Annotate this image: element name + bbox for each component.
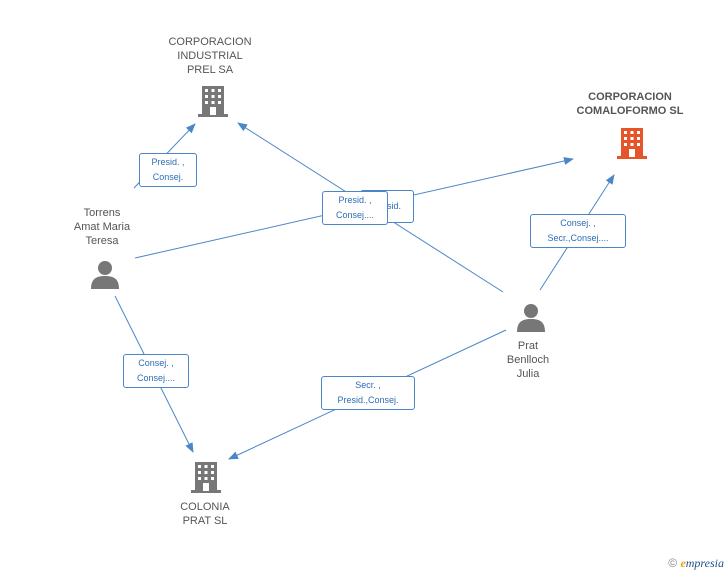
person-icon[interactable] xyxy=(517,304,545,332)
node-label-prat[interactable]: Prat Benlloch Julia xyxy=(506,340,550,380)
edge-label-prat-comaloformo[interactable]: Consej. , Secr.,Consej.... xyxy=(530,214,626,248)
empresia-logo: empresia xyxy=(680,556,724,570)
footer-brand: © empresia xyxy=(668,556,724,571)
edge-label-torrens-colonia[interactable]: Consej. , Consej.... xyxy=(123,354,189,388)
edge-label-torrens-industrial[interactable]: Presid. , Consej. xyxy=(139,153,197,187)
copyright-symbol: © xyxy=(668,556,678,570)
building-icon[interactable] xyxy=(198,86,228,117)
node-label-torrens[interactable]: Torrens Amat Maria Teresa xyxy=(73,207,131,247)
edge-label-prat-colonia[interactable]: Secr. , Presid.,Consej. xyxy=(321,376,415,410)
node-label-colonia[interactable]: COLONIA PRAT SL xyxy=(180,501,230,527)
edge-label-prat-industrial[interactable]: Presid. , Consej.... xyxy=(322,191,388,225)
node-label-corp-industrial[interactable]: CORPORACION INDUSTRIAL PREL SA xyxy=(168,36,252,76)
node-label-corp-comaloformo[interactable]: CORPORACION COMALOFORMO SL xyxy=(576,91,684,117)
building-icon[interactable] xyxy=(191,462,221,493)
person-icon[interactable] xyxy=(91,261,119,289)
building-icon-highlight[interactable] xyxy=(617,128,647,159)
